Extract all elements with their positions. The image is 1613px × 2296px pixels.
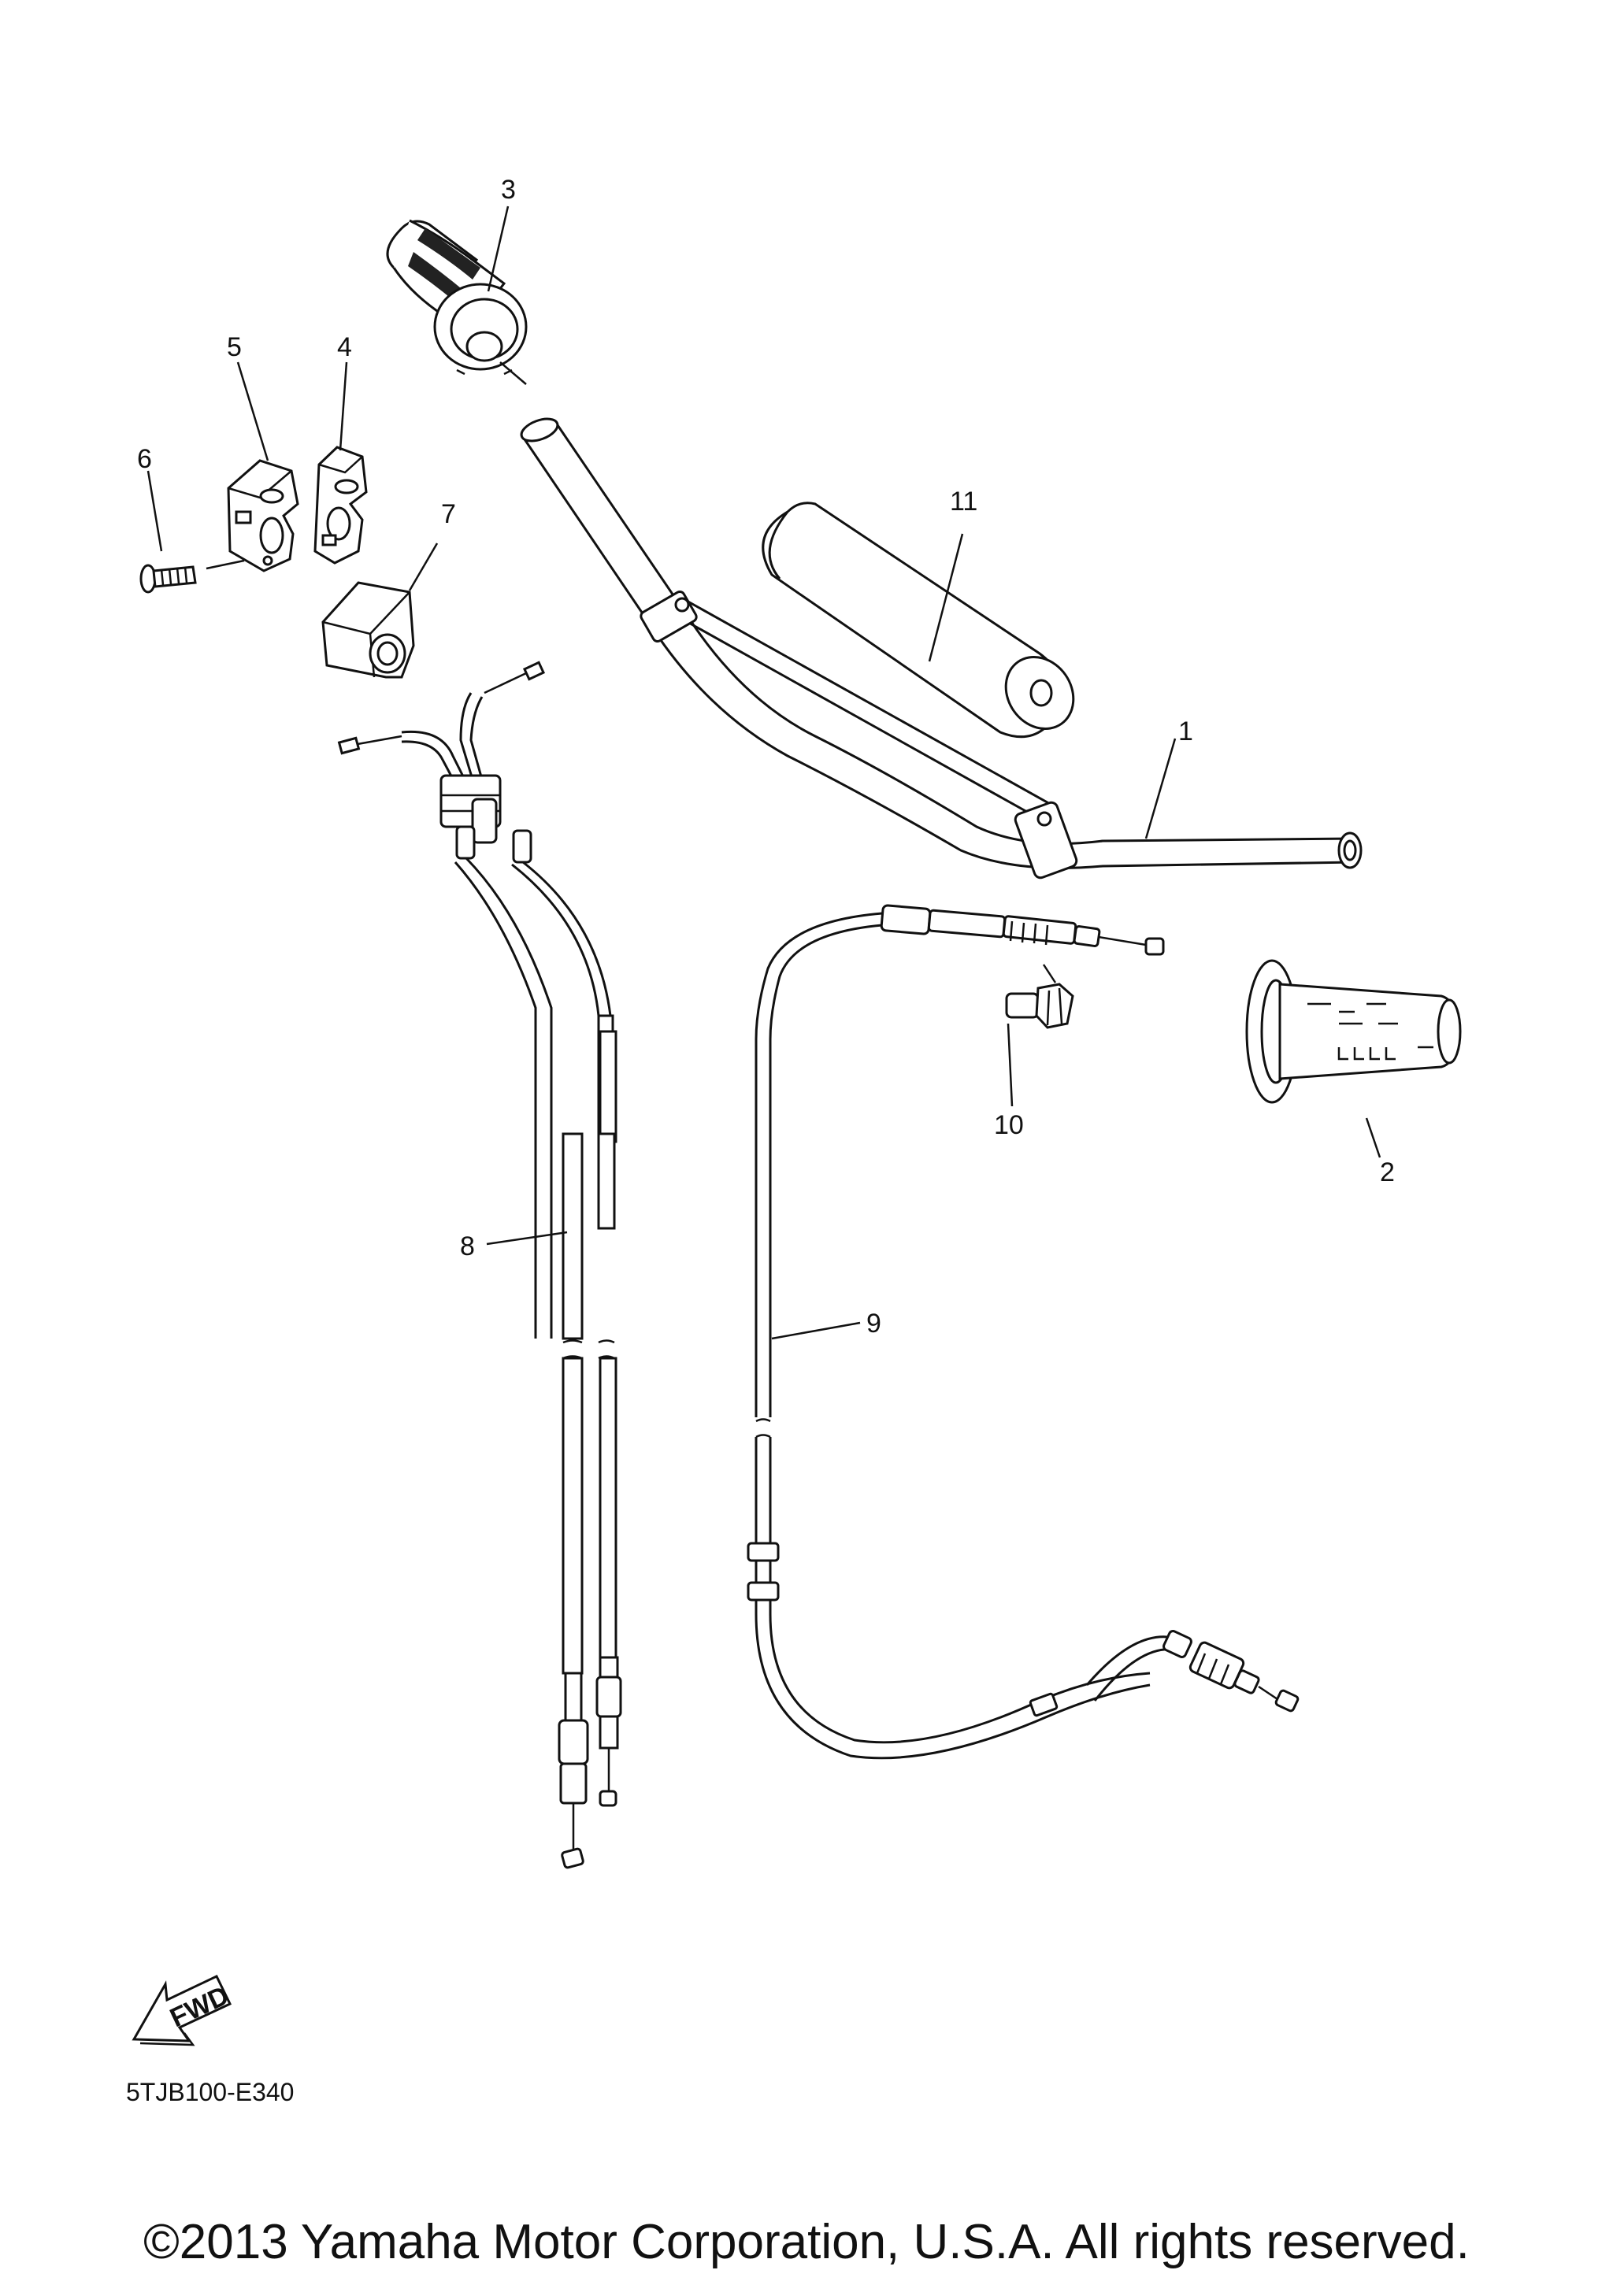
grip-texture <box>408 228 480 303</box>
fwd-arrow-icon: FWD <box>132 1975 233 2046</box>
leader-lines <box>146 206 1381 1340</box>
throttle-cables <box>337 661 622 1869</box>
adjuster-nut <box>1005 964 1074 1029</box>
holder <box>321 581 415 679</box>
clutch-cable <box>747 904 1300 1760</box>
callout-1: 1 <box>1178 717 1193 746</box>
callout-5: 5 <box>227 332 242 362</box>
callout-numbers: 1 2 3 4 5 6 7 8 9 10 11 <box>137 175 1395 1339</box>
throttle-grip <box>386 219 528 385</box>
callout-6: 6 <box>137 444 152 474</box>
callout-2: 2 <box>1380 1157 1395 1187</box>
copyright-notice: ©2013 Yamaha Motor Corporation, U.S.A. A… <box>143 2215 1470 2269</box>
callout-3: 3 <box>501 175 516 205</box>
switch-housing-4 <box>313 446 368 565</box>
switch-housing-5 <box>227 459 299 572</box>
callout-11: 11 <box>950 487 977 517</box>
handlebar <box>520 417 1363 880</box>
part-code: 5TJB100-E340 <box>126 2078 294 2106</box>
callout-10: 10 <box>994 1110 1024 1140</box>
left-grip <box>1245 959 1462 1104</box>
callout-9: 9 <box>866 1309 881 1339</box>
callout-7: 7 <box>441 499 456 529</box>
screw <box>139 559 245 594</box>
callout-4: 4 <box>337 332 352 362</box>
callout-8: 8 <box>460 1231 475 1261</box>
handlebar-pad <box>762 502 1075 739</box>
